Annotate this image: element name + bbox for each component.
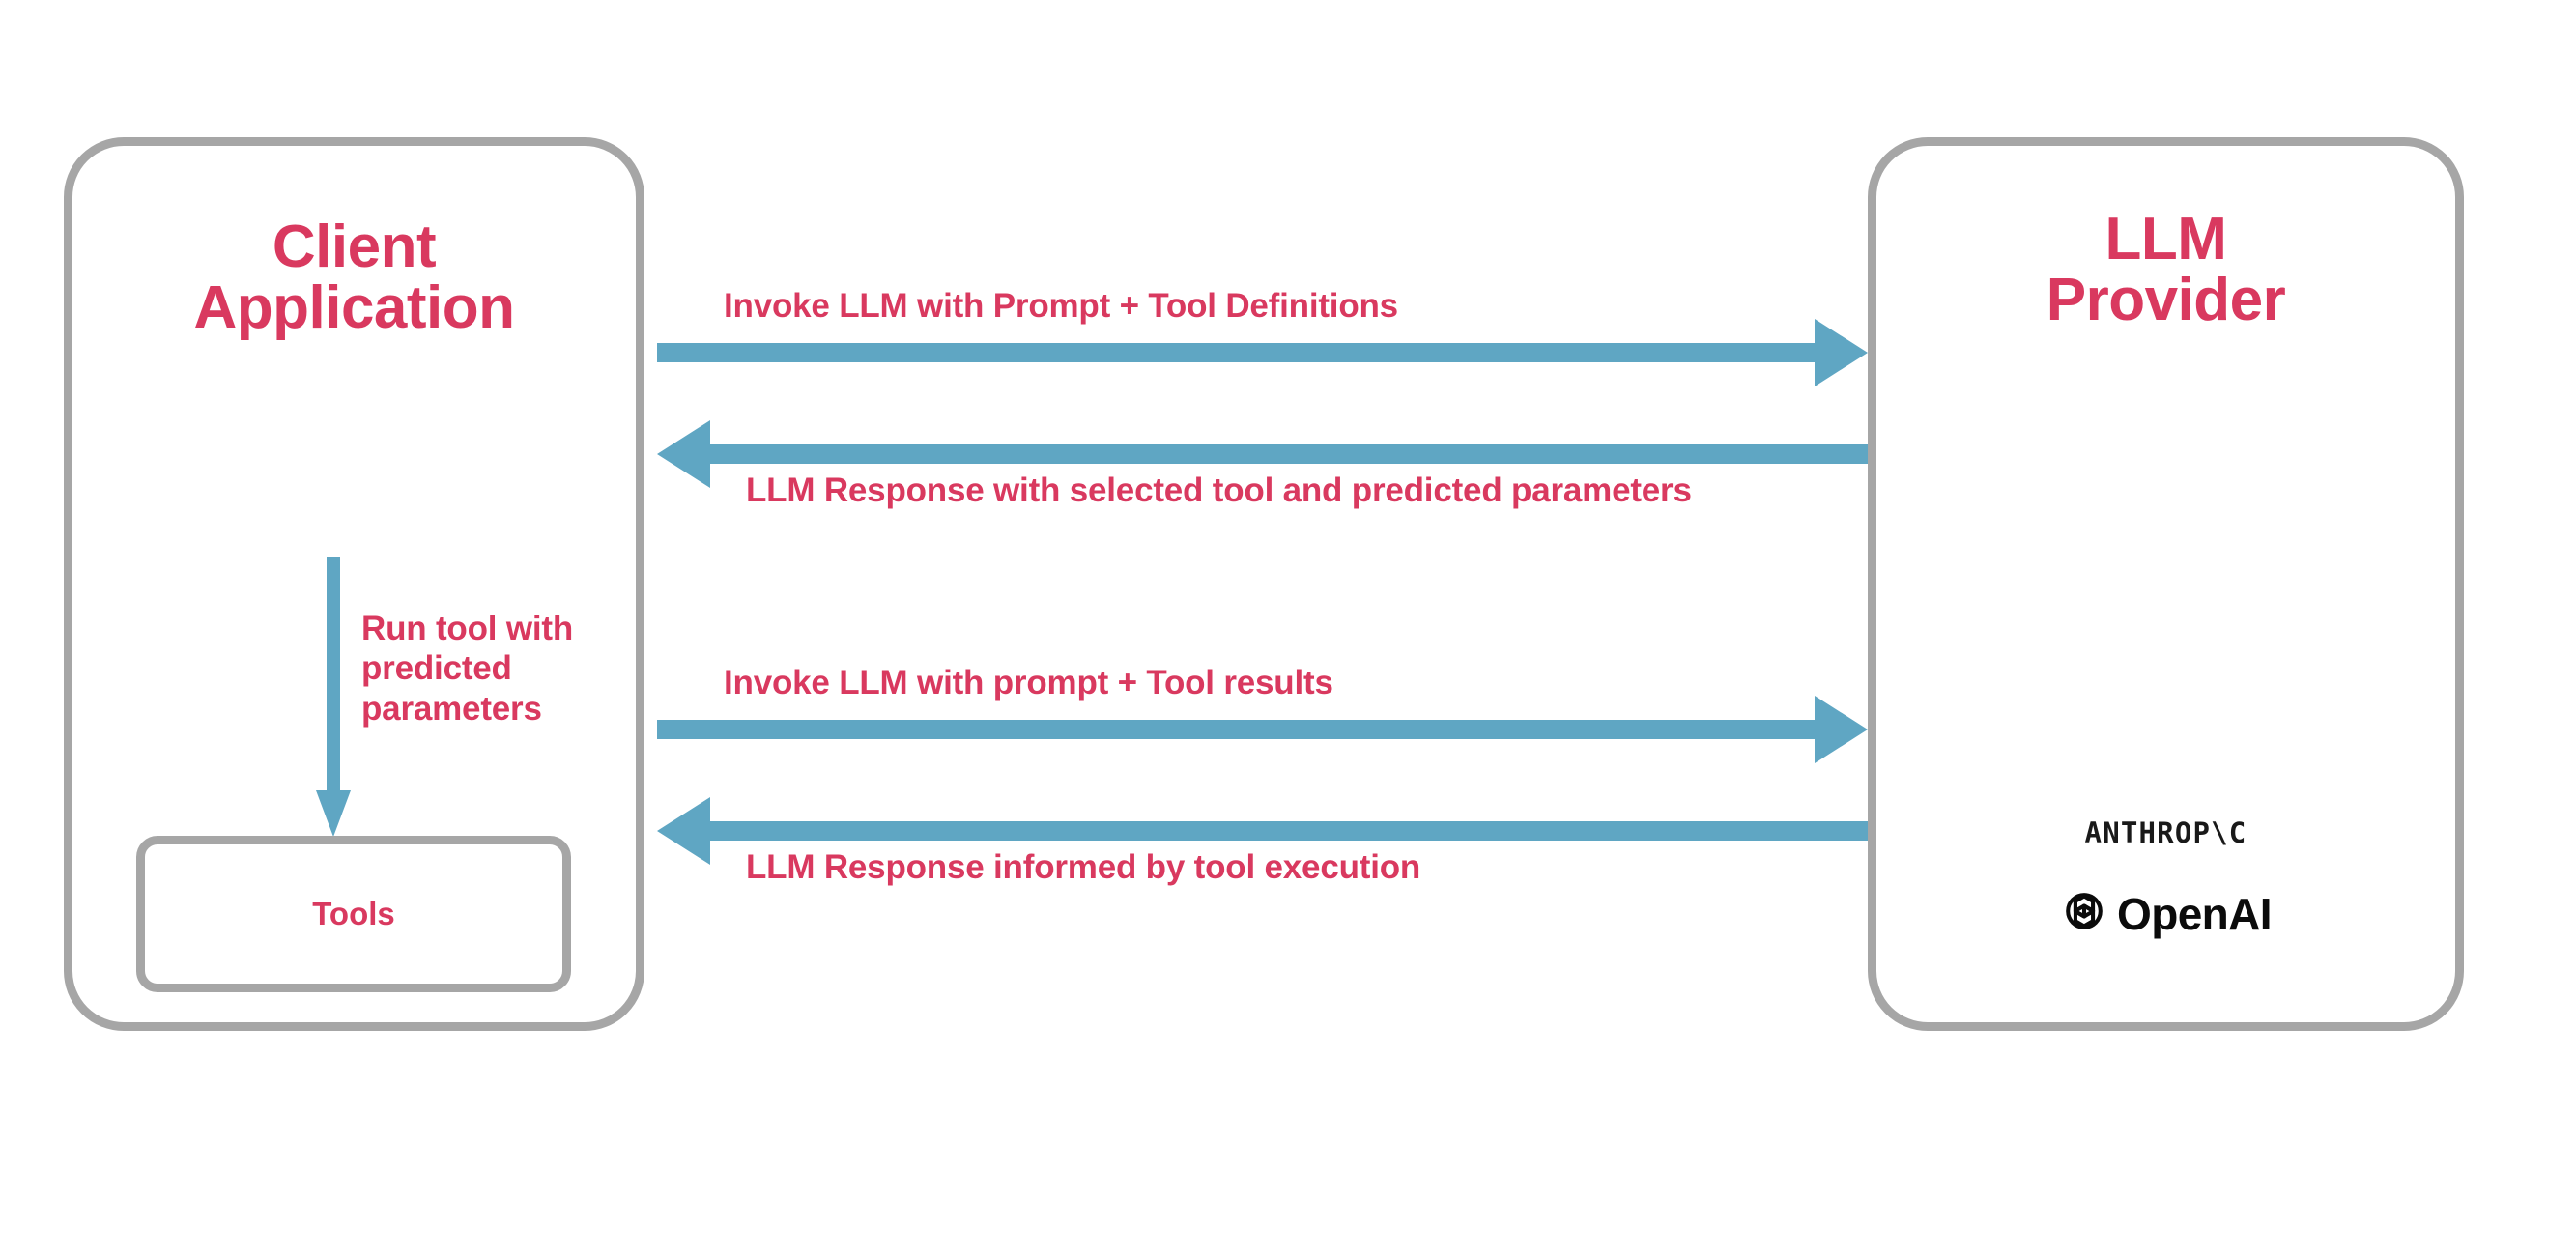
message-label-response-2: LLM Response informed by tool execution: [746, 848, 1421, 886]
openai-mark-icon: [2060, 887, 2108, 940]
right-arrow-icon: [657, 696, 1868, 763]
left-arrow-icon: [657, 797, 1868, 865]
llm-provider-title-line1: LLM: [2104, 206, 2227, 272]
openai-wordmark: OpenAI: [2117, 888, 2273, 939]
message-label-response-1: LLM Response with selected tool and pred…: [746, 472, 1692, 509]
run-tool-label-line2: predicted: [361, 649, 512, 688]
left-arrow-icon: [657, 420, 1868, 488]
message-label-invoke-2: Invoke LLM with prompt + Tool results: [724, 664, 1333, 701]
right-arrow-icon: [657, 319, 1868, 386]
run-tool-label-line1: Run tool with: [361, 610, 574, 647]
llm-provider-box: [1868, 137, 2464, 1031]
tools-label: Tools: [312, 896, 395, 931]
anthropic-logo: ANTHROP\C: [2084, 816, 2247, 849]
run-tool-label-line3: parameters: [361, 689, 542, 728]
client-application-title-line1: Client: [272, 214, 437, 280]
llm-provider-title-line2: Provider: [2046, 267, 2286, 334]
tools-box[interactable]: Tools: [136, 836, 571, 992]
run-tool-label: Run tool with predicted parameters: [361, 609, 642, 729]
down-arrow-icon: [316, 557, 351, 837]
client-application-title: Client Application: [64, 214, 644, 342]
client-application-title-line2: Application: [193, 274, 515, 342]
message-label-invoke-1: Invoke LLM with Prompt + Tool Definition…: [724, 287, 1398, 325]
llm-provider-title: LLM Provider: [1868, 206, 2464, 334]
openai-logo: OpenAI: [1868, 887, 2464, 940]
